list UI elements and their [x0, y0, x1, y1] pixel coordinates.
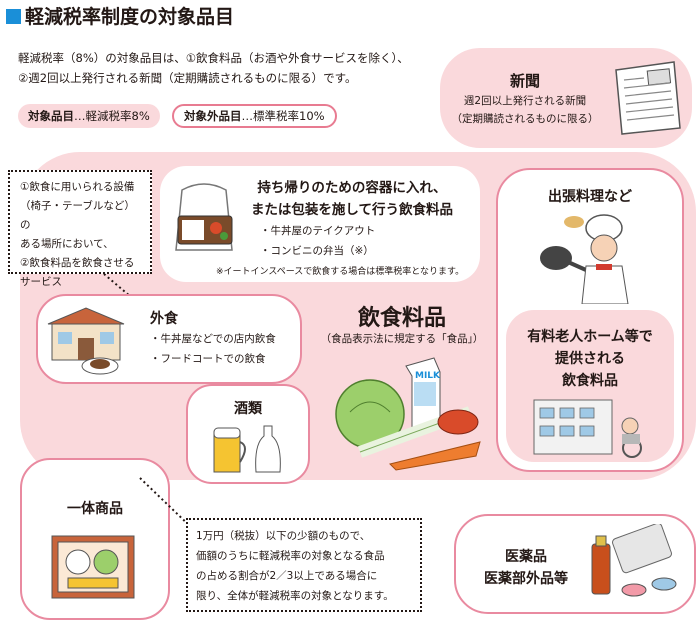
newspaper-box: 新聞 週2回以上発行される新聞 （定期購読されるものに限る） [440, 48, 692, 148]
newspaper-line2: （定期購読されるものに限る） [451, 113, 599, 125]
catering-box: 出張料理など 有料老人ホーム等で 提供される 飲食料品 [496, 168, 684, 472]
bundle-note: 1万円（税抜）以下の少額のもので、 価額のうちに軽減税率の対象となる食品 の占め… [186, 518, 422, 612]
eating-out-box: 外食 ・牛丼屋などでの店内飲食 ・フードコートでの飲食 [36, 294, 302, 384]
newspaper-icon [615, 61, 681, 135]
takeout-note: ※イートインスペースで飲食する場合は標準税率となります。 [216, 267, 465, 277]
catering-heading: 出張料理など [548, 189, 632, 205]
bundle-heading: 一体商品 [67, 501, 123, 517]
newspaper-heading: 新聞 [509, 72, 540, 90]
restaurant-icon [47, 307, 125, 375]
alcohol-heading: 酒類 [234, 401, 262, 417]
eating-out-heading: 外食 [150, 311, 178, 327]
takeout-heading1: 持ち帰りのための容器に入れ、 [257, 180, 447, 196]
newspaper-line1: 週2回以上発行される新聞 [463, 95, 587, 107]
target-tag: 対象品目…軽減税率8% [18, 104, 160, 128]
alcohol-box: 酒類 [186, 384, 310, 484]
dine-in-connector [103, 273, 145, 309]
medicine-line1: 医薬品 [505, 549, 547, 565]
nursing-home-box: 有料老人ホーム等で 提供される 飲食料品 [506, 310, 674, 462]
groceries-icon: MILK [335, 357, 481, 471]
nursing-home-icon [533, 399, 642, 458]
food-subheading: （食品表示法に規定する「食品」） [320, 333, 484, 345]
takeout-heading2: または包装を施して行う飲食料品 [250, 202, 454, 218]
beer-sake-icon [213, 425, 281, 473]
dine-in-note: ①飲食に用いられる設備 （椅子・テーブルなど）の ある場所において、 ②飲食料品… [8, 170, 152, 288]
medicine-line2: 医薬部外品等 [484, 571, 568, 587]
chef-icon [540, 214, 629, 304]
title-square-icon [6, 9, 21, 24]
eating-out-item2: ・フードコートでの飲食 [150, 353, 266, 365]
intro-text: 軽減税率（8%）の対象品目は、①飲食料品（お酒や外食サービスを除く）、 ②週2回… [18, 51, 409, 85]
takeout-item1: ・牛丼屋のテイクアウト [260, 225, 376, 237]
nontarget-tag: 対象外品目…標準税率10% [172, 104, 337, 128]
takeout-box: 持ち帰りのための容器に入れ、 または包装を施して行う飲食料品 ・牛丼屋のテイクア… [160, 166, 480, 282]
nursing-line3: 飲食料品 [562, 373, 618, 389]
nursing-line2: 提供される [555, 351, 625, 367]
bento-bag-icon [175, 183, 233, 251]
food-heading: 飲食料品 [357, 306, 446, 331]
medicine-icon [591, 524, 677, 597]
bundle-box: 一体商品 [20, 458, 170, 620]
nursing-line1: 有料老人ホーム等で [527, 329, 653, 345]
gift-set-icon [51, 535, 135, 599]
medicine-box: 医薬品 医薬部外品等 [454, 514, 696, 614]
milk-label: MILK [415, 371, 441, 381]
eating-out-item1: ・牛丼屋などでの店内飲食 [150, 333, 276, 345]
takeout-item2: ・コンビニの弁当（※） [260, 245, 374, 257]
page-title: 軽減税率制度の対象品目 [6, 2, 234, 29]
